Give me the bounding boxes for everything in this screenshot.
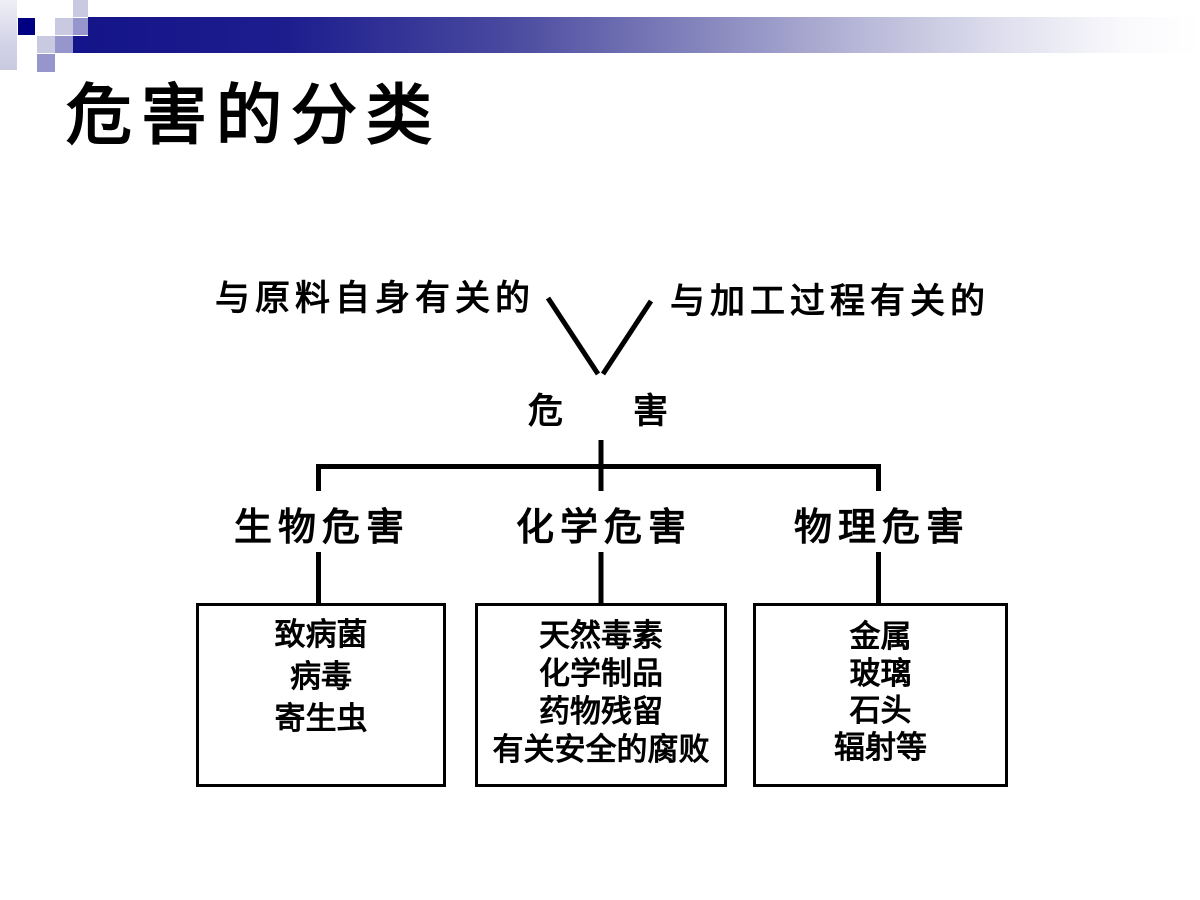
deco-gradient-bar	[88, 17, 1200, 53]
box-item: 致病菌	[274, 617, 368, 652]
deco-square-medium	[55, 36, 73, 53]
category-label-biological: 生物危害	[233, 507, 411, 549]
hazard-root-label: 危 害	[528, 392, 669, 431]
deco-square-medium	[73, 18, 88, 35]
deco-square-dark	[18, 18, 35, 35]
category-label-physical: 物理危害	[793, 507, 971, 549]
box-item: 金属	[849, 619, 912, 654]
category-box-physical: 金属 玻璃 石头 辐射等	[753, 603, 1008, 787]
box-item: 有关安全的腐败	[492, 732, 710, 767]
deco-square-dark	[73, 36, 88, 53]
box-item: 辐射等	[834, 730, 927, 765]
box-item: 石头	[849, 693, 912, 728]
v-line-right	[600, 299, 654, 376]
box-item: 玻璃	[849, 656, 912, 691]
category-label-chemical: 化学危害	[515, 507, 693, 549]
box-item: 病毒	[290, 659, 352, 694]
box-item: 寄生虫	[274, 701, 368, 736]
deco-square-light	[37, 36, 55, 53]
source-label-raw-material: 与原料自身有关的	[215, 279, 536, 318]
deco-left-strip	[0, 0, 17, 70]
v-line-left	[545, 296, 601, 376]
deco-square-light	[55, 18, 73, 35]
page-title: 危害的分类	[66, 78, 441, 152]
deco-square-medium	[37, 54, 55, 72]
box-item: 化学制品	[539, 656, 663, 691]
box-item: 天然毒素	[539, 618, 663, 653]
source-label-processing: 与加工过程有关的	[670, 282, 991, 321]
box-item: 药物残留	[539, 694, 663, 729]
category-box-biological: 致病菌 病毒 寄生虫	[196, 603, 446, 787]
deco-square-light	[73, 0, 88, 17]
category-box-chemical: 天然毒素 化学制品 药物残留 有关安全的腐败	[475, 603, 727, 787]
